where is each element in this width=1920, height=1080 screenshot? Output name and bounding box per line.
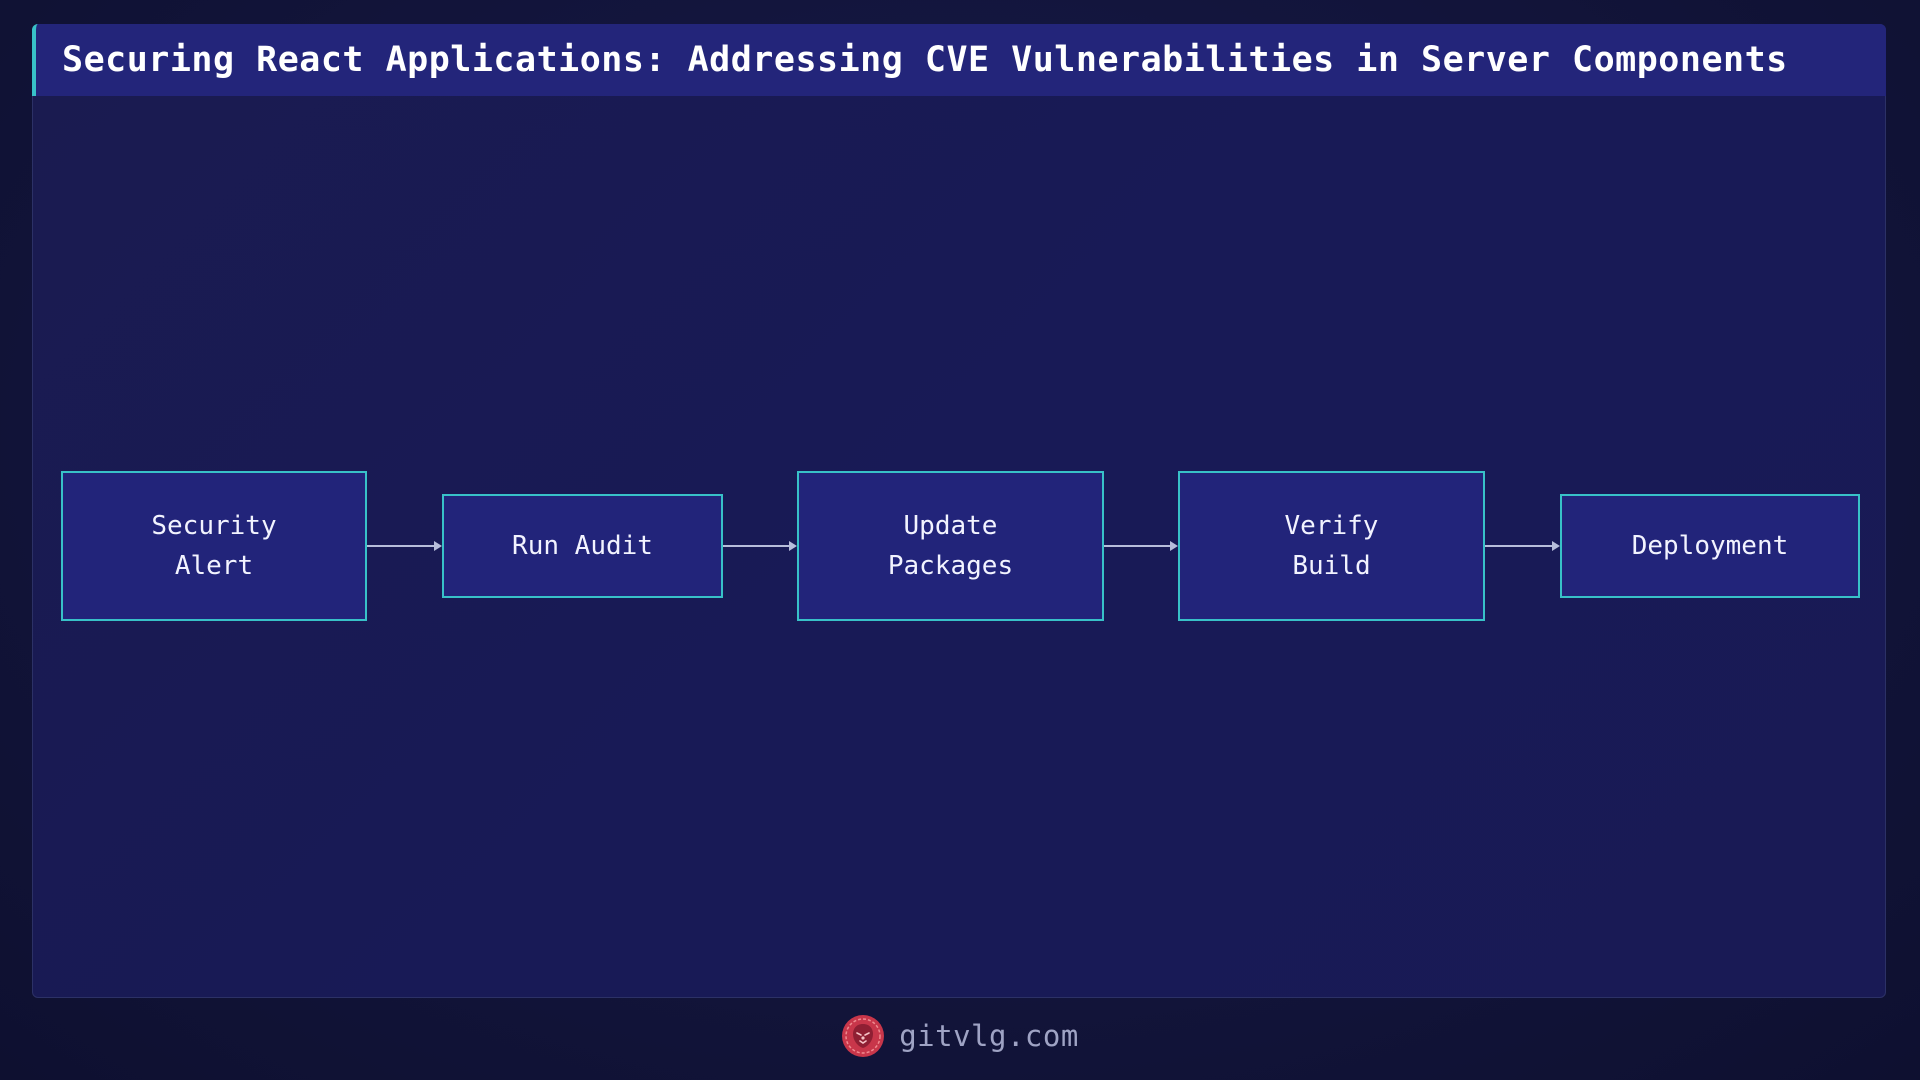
flow-node-run-audit: Run Audit bbox=[442, 494, 723, 598]
flow-node-label: Verify Build bbox=[1284, 511, 1379, 581]
flow-arrow-2 bbox=[723, 541, 797, 551]
footer: gitvlg.com bbox=[0, 1010, 1920, 1062]
lion-head-icon bbox=[842, 1015, 885, 1057]
flow-node-update-packages: Update Packages bbox=[797, 471, 1104, 621]
page-title: Securing React Applications: Addressing … bbox=[62, 40, 1788, 80]
flow-node-verify-build: Verify Build bbox=[1178, 471, 1485, 621]
flow-node-label: Deployment bbox=[1631, 531, 1789, 561]
flow-node-label: Update Packages bbox=[887, 511, 1014, 581]
footer-site-link[interactable]: gitvlg.com bbox=[899, 1019, 1079, 1053]
flow-arrow-4 bbox=[1485, 541, 1560, 551]
title-bar: Securing React Applications: Addressing … bbox=[32, 24, 1886, 96]
flow-node-deployment: Deployment bbox=[1560, 494, 1860, 598]
flow-arrow-1 bbox=[367, 541, 442, 551]
flow-node-security-alert: Security Alert bbox=[61, 471, 367, 621]
flow-node-label: Security Alert bbox=[151, 511, 277, 581]
flow-arrow-3 bbox=[1104, 541, 1178, 551]
flow-node-label: Run Audit bbox=[512, 531, 653, 561]
